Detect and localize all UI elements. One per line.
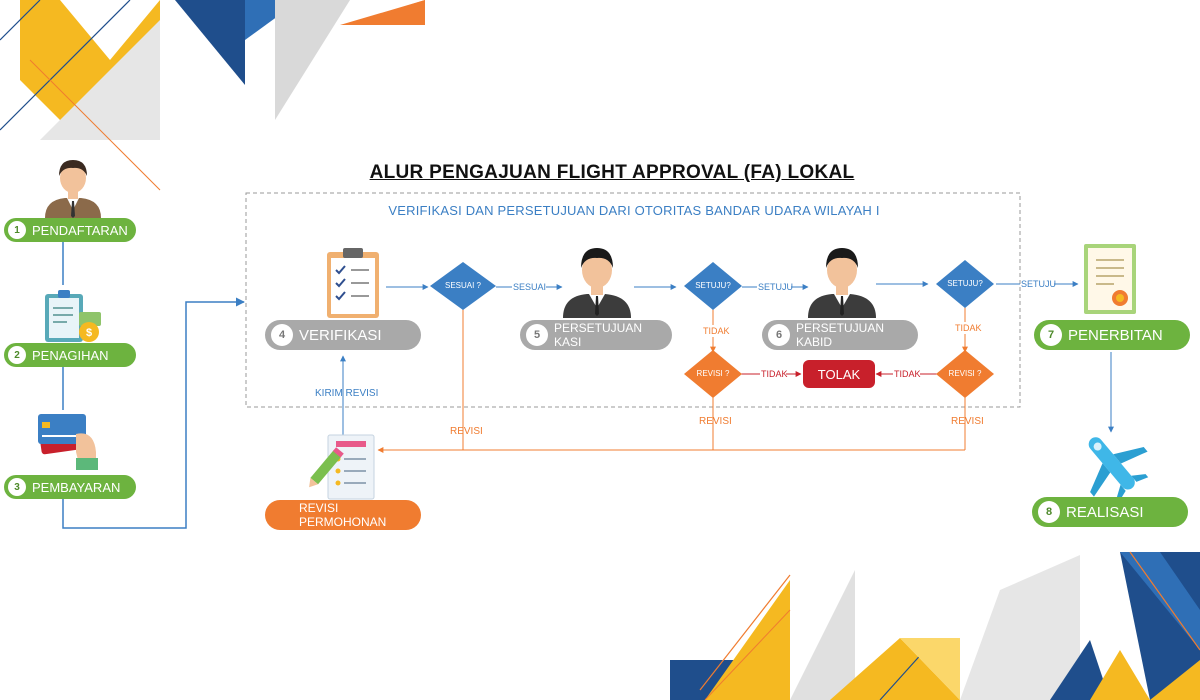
decision-label-revisi-kabid: REVISI ? [948,369,982,378]
step-label: REALISASI [1066,503,1144,521]
decision-sesuai [430,262,496,310]
decision-setuju-kabid [936,260,994,308]
step-label: PENERBITAN [1068,326,1163,344]
decision-revisi-kabid [936,350,994,398]
step-label: VERIFIKASI [299,326,382,344]
bottom-right-decoration [670,551,1200,700]
officer-icon [808,248,876,318]
flow-label-kirim-revisi: KIRIM REVISI [315,388,379,399]
left-flow-connectors [62,240,245,529]
flow-label-tidak: TIDAK [761,369,788,379]
flow-label-sesuai: SESUAI [513,282,547,292]
step-realisasi: 8 REALISASI [1032,497,1188,527]
form-pencil-icon [309,434,375,500]
step-penagihan: 2 PENAGIHAN [4,343,136,367]
decision-setuju-kasi [684,262,742,310]
step-verifikasi: 4 VERIFIKASI [265,320,421,350]
flow-label-revisi: REVISI [450,426,483,437]
region-title: VERIFIKASI DAN PERSETUJUAN DARI OTORITAS… [388,203,880,218]
flow-label-tidak: TIDAK [955,323,982,333]
tolak-box: TOLAK [803,360,875,388]
svg-text:$: $ [86,327,92,339]
flow-label-revisi: REVISI [951,416,984,427]
step-label: PERSETUJUAN KASI [554,321,643,349]
step-number: 6 [768,324,790,346]
step-number: 7 [1040,324,1062,346]
step-number: 8 [1038,501,1060,523]
step-number: 5 [526,324,548,346]
person-icon [45,160,101,218]
revisi-permohonan-box: REVISI PERMOHONAN [265,500,421,530]
step-number: 2 [8,346,26,364]
payment-card-icon [38,414,98,470]
decision-label-setuju-kasi: SETUJU? [695,281,731,290]
step-persetujuan-kasi: 5 PERSETUJUAN KASI [520,320,672,350]
revision-connectors [377,303,968,453]
step-label: PENAGIHAN [32,347,109,363]
diagram-title: ALUR PENGAJUAN FLIGHT APPROVAL (FA) LOKA… [369,162,855,183]
decision-label-setuju-kabid: SETUJU? [947,279,983,288]
flow-label-tidak: TIDAK [894,369,921,379]
step-pendaftaran: 1 PENDAFTARAN [4,218,136,242]
top-left-decoration [0,0,425,191]
step-number: 1 [8,221,26,239]
decision-label-sesuai: SESUAI ? [444,281,481,290]
step-number: 4 [271,324,293,346]
checklist-icon [327,248,379,318]
main-flow-connectors [340,281,1114,438]
airplane-icon [1088,437,1149,502]
decision-label-revisi-kasi: REVISI ? [696,369,730,378]
step-number: 3 [8,478,26,496]
step-label: PEMBAYARAN [32,479,121,495]
flow-label-setuju: SETUJU [758,282,794,292]
step-penerbitan: 7 PENERBITAN [1034,320,1190,350]
step-label: PENDAFTARAN [32,222,128,238]
step-persetujuan-kabid: 6 PERSETUJUAN KABID [762,320,918,350]
decision-revisi-kasi [684,350,742,398]
step-pembayaran: 3 PEMBAYARAN [4,475,136,499]
flow-label-revisi: REVISI [699,416,732,427]
invoice-icon: $ [45,290,101,342]
verification-region-box [245,192,1021,408]
certificate-icon [1084,244,1136,314]
flow-label-setuju: SETUJU [1021,279,1057,289]
step-label: PERSETUJUAN KABID [796,321,885,349]
flow-label-tidak: TIDAK [703,326,730,336]
officer-icon [563,248,631,318]
